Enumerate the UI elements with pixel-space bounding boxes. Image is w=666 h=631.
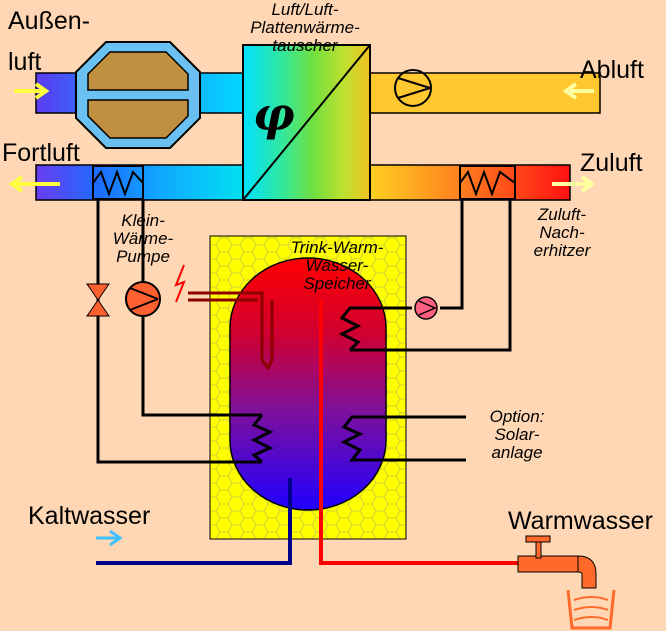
label-zuluft: Zuluft xyxy=(580,149,643,177)
nacherhitzer-pipes xyxy=(338,199,512,352)
label-warmwasser: Warmwasser xyxy=(508,507,653,535)
label-nach-line3: erhitzer xyxy=(533,240,591,260)
zuluft-duct xyxy=(369,164,571,201)
label-sol-line2: Solar- xyxy=(494,424,540,444)
faucet-icon xyxy=(517,535,597,589)
circulation-pump-icon xyxy=(414,296,438,320)
label-sp-line3: Speicher xyxy=(303,273,371,293)
label-wp-line3: Pumpe xyxy=(116,246,170,266)
abluft-fan-icon xyxy=(394,69,432,107)
solar-pipes xyxy=(340,415,466,462)
label-sol-line3: anlage xyxy=(491,442,543,462)
compressor-icon xyxy=(125,281,161,317)
label-abluft: Abluft xyxy=(580,56,644,84)
label-wp-line2: Wärme- xyxy=(112,228,174,248)
expansion-valve-icon xyxy=(86,283,110,317)
label-sol-line1: Option: xyxy=(489,407,545,426)
label-aussenluft-line1: Außen- xyxy=(8,7,90,35)
label-fortluft: Fortluft xyxy=(2,139,80,167)
label-solar: Option: Solar- anlage xyxy=(472,408,562,462)
heatpump-evaporator xyxy=(92,165,144,200)
glass-icon xyxy=(566,589,616,630)
plate-heat-exchanger xyxy=(242,44,371,201)
fortluft-duct xyxy=(35,164,244,201)
label-wp-line1: Klein- xyxy=(121,211,165,230)
label-sp-line2: Wasser- xyxy=(305,255,369,275)
label-heat-pump: Klein- Wärme- Pumpe xyxy=(98,212,188,266)
kaltwasser-pipe xyxy=(96,478,292,565)
label-aussenluft: Außen- luft xyxy=(8,8,90,76)
electric-icon xyxy=(174,264,186,303)
warmwasser-pipe xyxy=(319,300,540,565)
flow-arrows xyxy=(8,82,596,547)
label-heat-exchanger: Luft/Luft- Plattenwärme- tauscher xyxy=(230,1,380,55)
storage-tank xyxy=(229,257,387,511)
label-hx-line3: tauscher xyxy=(272,35,338,55)
label-hx-line2: Plattenwärme- xyxy=(250,17,360,37)
efficiency-phi-symbol: φ xyxy=(253,87,295,141)
label-nach-line2: Nach- xyxy=(539,222,585,242)
label-aussenluft-line2: luft xyxy=(8,48,42,77)
nacherhitzer-coil xyxy=(459,165,516,200)
condenser-rod xyxy=(188,291,274,371)
label-nacherhitzer: Zuluft- Nach- erhitzer xyxy=(522,206,602,260)
label-nach-line1: Zuluft- xyxy=(537,205,587,224)
label-hx-line1: Luft/Luft- xyxy=(271,0,339,19)
label-sp-line1: Trink-Warm- xyxy=(290,238,384,257)
label-kaltwasser: Kaltwasser xyxy=(28,502,151,530)
filter-element xyxy=(75,41,201,149)
label-storage: Trink-Warm- Wasser- Speicher xyxy=(272,239,402,293)
